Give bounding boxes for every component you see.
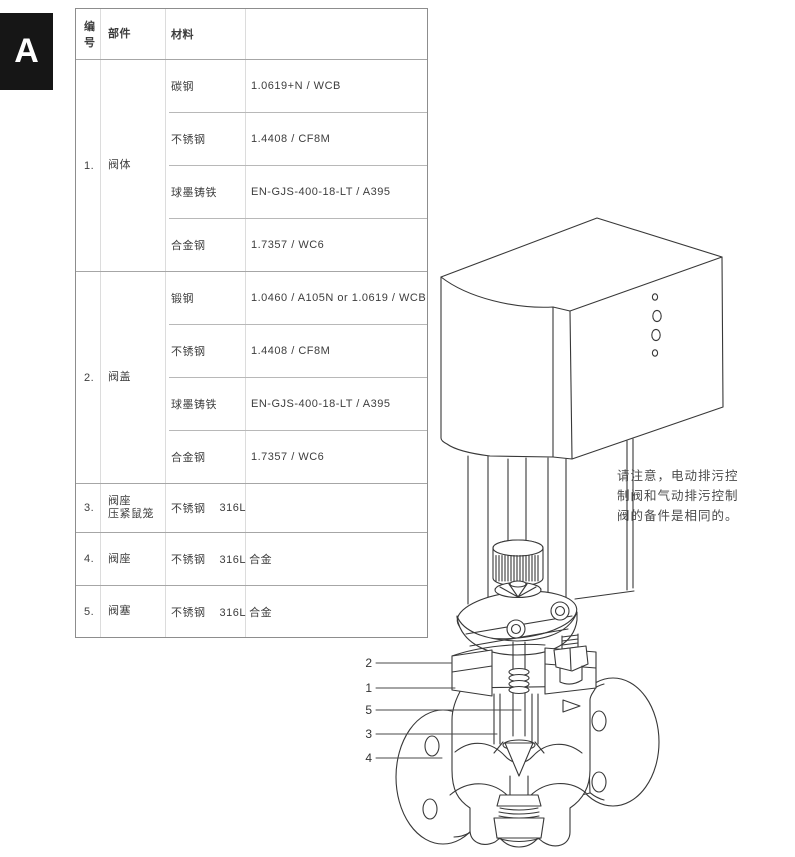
material-row: 碳钢 1.0619+N / WCB bbox=[169, 60, 427, 112]
callout-label-2: 2 bbox=[365, 656, 372, 670]
table-row: 2. 阀盖 锻钢 1.0460 / A105N or 1.0619 / WCB 不锈钢 1… bbox=[76, 271, 427, 483]
material-name: 合金钢 bbox=[171, 452, 206, 464]
row-number: 3. bbox=[84, 502, 95, 514]
material-name: 不锈钢 bbox=[171, 606, 206, 619]
material-spec: 316L 合金 bbox=[219, 606, 273, 619]
material-row: 球墨铸铁 EN-GJS-400-18-LT / A395 bbox=[169, 165, 427, 218]
valve-plug-tip bbox=[504, 742, 534, 777]
part-name: 阀座 压紧鼠笼 bbox=[108, 495, 154, 520]
stud-nut bbox=[553, 633, 589, 685]
part-name: 阀体 bbox=[108, 159, 131, 171]
material-name: 碳钢 bbox=[171, 81, 194, 93]
parts-table: 编号 部件 材料 1. 阀体 碳钢 1.0619+N / WCB 不锈钢 1.4408 /… bbox=[75, 8, 428, 638]
part-name: 阀盖 bbox=[108, 371, 131, 383]
header-no: 编号 bbox=[84, 21, 96, 49]
table-row: 1. 阀体 碳钢 1.0619+N / WCB 不锈钢 1.4408 / CF8M 球墨铸铁… bbox=[76, 59, 427, 271]
material-row: 锻钢 1.0460 / A105N or 1.0619 / WCB bbox=[169, 272, 427, 324]
material-name: 球墨铸铁 bbox=[171, 187, 217, 199]
materials-cell: 碳钢 1.0619+N / WCB 不锈钢 1.4408 / CF8M 球墨铸铁 EN-G… bbox=[169, 60, 427, 271]
material-name: 球墨铸铁 bbox=[171, 399, 217, 411]
material-row: 不锈钢 1.4408 / CF8M bbox=[169, 324, 427, 377]
actuator-housing bbox=[440, 217, 724, 460]
table-row: 4. 阀座 不锈钢 316L 合金 bbox=[76, 532, 427, 585]
material-name: 锻钢 bbox=[171, 293, 194, 305]
actuator-indicator-dots bbox=[651, 293, 662, 357]
materials-cell: 不锈钢 316L 合金 bbox=[169, 586, 427, 637]
table-row: 3. 阀座 压紧鼠笼 不锈钢 316L bbox=[76, 483, 427, 532]
table-gridline bbox=[245, 9, 246, 637]
materials-cell: 锻钢 1.0460 / A105N or 1.0619 / WCB 不锈钢 1.440… bbox=[169, 272, 427, 483]
clamp-collar bbox=[456, 590, 578, 656]
packing-spring bbox=[508, 667, 530, 695]
material-spec: 1.4408 / CF8M bbox=[251, 345, 331, 357]
material-name: 合金钢 bbox=[171, 240, 206, 252]
material-spec: EN-GJS-400-18-LT / A395 bbox=[251, 186, 391, 198]
material-name: 不锈钢 bbox=[171, 554, 206, 566]
header-part: 部件 bbox=[108, 27, 131, 40]
adjustment-knob bbox=[492, 539, 544, 599]
material-row: 球墨铸铁 EN-GJS-400-18-LT / A395 bbox=[169, 377, 427, 430]
yoke-columns bbox=[467, 438, 635, 605]
section-letter: A bbox=[14, 32, 39, 70]
collar-bolt-icon bbox=[506, 601, 570, 639]
note-line: 阀的备件是相同的。 bbox=[617, 509, 739, 523]
material-name: 不锈钢 bbox=[171, 134, 206, 146]
part-name: 阀塞 bbox=[108, 605, 131, 617]
material-spec: 316L bbox=[219, 502, 246, 514]
material-spec: 1.4408 / CF8M bbox=[251, 133, 331, 145]
part-name: 阀座 bbox=[108, 552, 131, 565]
seat-cage bbox=[493, 693, 539, 745]
row-number: 1. bbox=[84, 159, 95, 172]
flow-arrow-icon bbox=[562, 699, 581, 713]
table-gridline bbox=[165, 9, 166, 637]
material-spec: 1.7357 / WC6 bbox=[251, 451, 325, 463]
note-line: 制阀和气动排污控制 bbox=[617, 489, 739, 503]
stem-and-plug bbox=[493, 641, 545, 777]
knurl-lines bbox=[495, 554, 539, 582]
table-row: 5. 阀塞 不锈钢 316L 合金 bbox=[76, 585, 427, 637]
row-number: 5. bbox=[84, 605, 95, 618]
table-header-row: 编号 部件 材料 bbox=[76, 9, 427, 59]
row-number: 4. bbox=[84, 553, 95, 565]
callout-label-3: 3 bbox=[365, 727, 372, 741]
material-row: 不锈钢 316L 合金 bbox=[169, 533, 427, 585]
note-text: 请注意，电动排污控 制阀和气动排污控制 阀的备件是相同的。 bbox=[617, 466, 792, 526]
materials-cell: 不锈钢 316L 合金 bbox=[169, 533, 427, 585]
material-spec: 1.7357 / WC6 bbox=[251, 239, 325, 251]
material-row: 不锈钢 1.4408 / CF8M bbox=[169, 112, 427, 165]
material-row: 不锈钢 316L bbox=[169, 484, 427, 532]
drain-plug bbox=[493, 775, 545, 843]
material-row: 不锈钢 316L 合金 bbox=[169, 586, 427, 637]
section-tab: A bbox=[0, 13, 53, 90]
material-spec: EN-GJS-400-18-LT / A395 bbox=[251, 398, 391, 410]
material-spec: 316L 合金 bbox=[219, 554, 273, 566]
material-spec: 1.0460 / A105N or 1.0619 / WCB bbox=[251, 292, 427, 304]
material-name: 不锈钢 bbox=[171, 503, 206, 515]
callout-label-5: 5 bbox=[365, 703, 372, 717]
materials-cell: 不锈钢 316L bbox=[169, 484, 427, 532]
row-number: 2. bbox=[84, 371, 95, 384]
header-material: 材料 bbox=[171, 29, 194, 41]
material-row: 合金钢 1.7357 / WC6 bbox=[169, 430, 427, 483]
callout-label-4: 4 bbox=[365, 751, 372, 765]
callout-leaders bbox=[375, 662, 522, 759]
callout-label-1: 1 bbox=[365, 681, 372, 695]
note-line: 请注意，电动排污控 bbox=[617, 469, 739, 483]
material-spec: 1.0619+N / WCB bbox=[251, 80, 341, 92]
table-gridline bbox=[100, 9, 101, 637]
material-row: 合金钢 1.7357 / WC6 bbox=[169, 218, 427, 271]
material-name: 不锈钢 bbox=[171, 346, 206, 358]
